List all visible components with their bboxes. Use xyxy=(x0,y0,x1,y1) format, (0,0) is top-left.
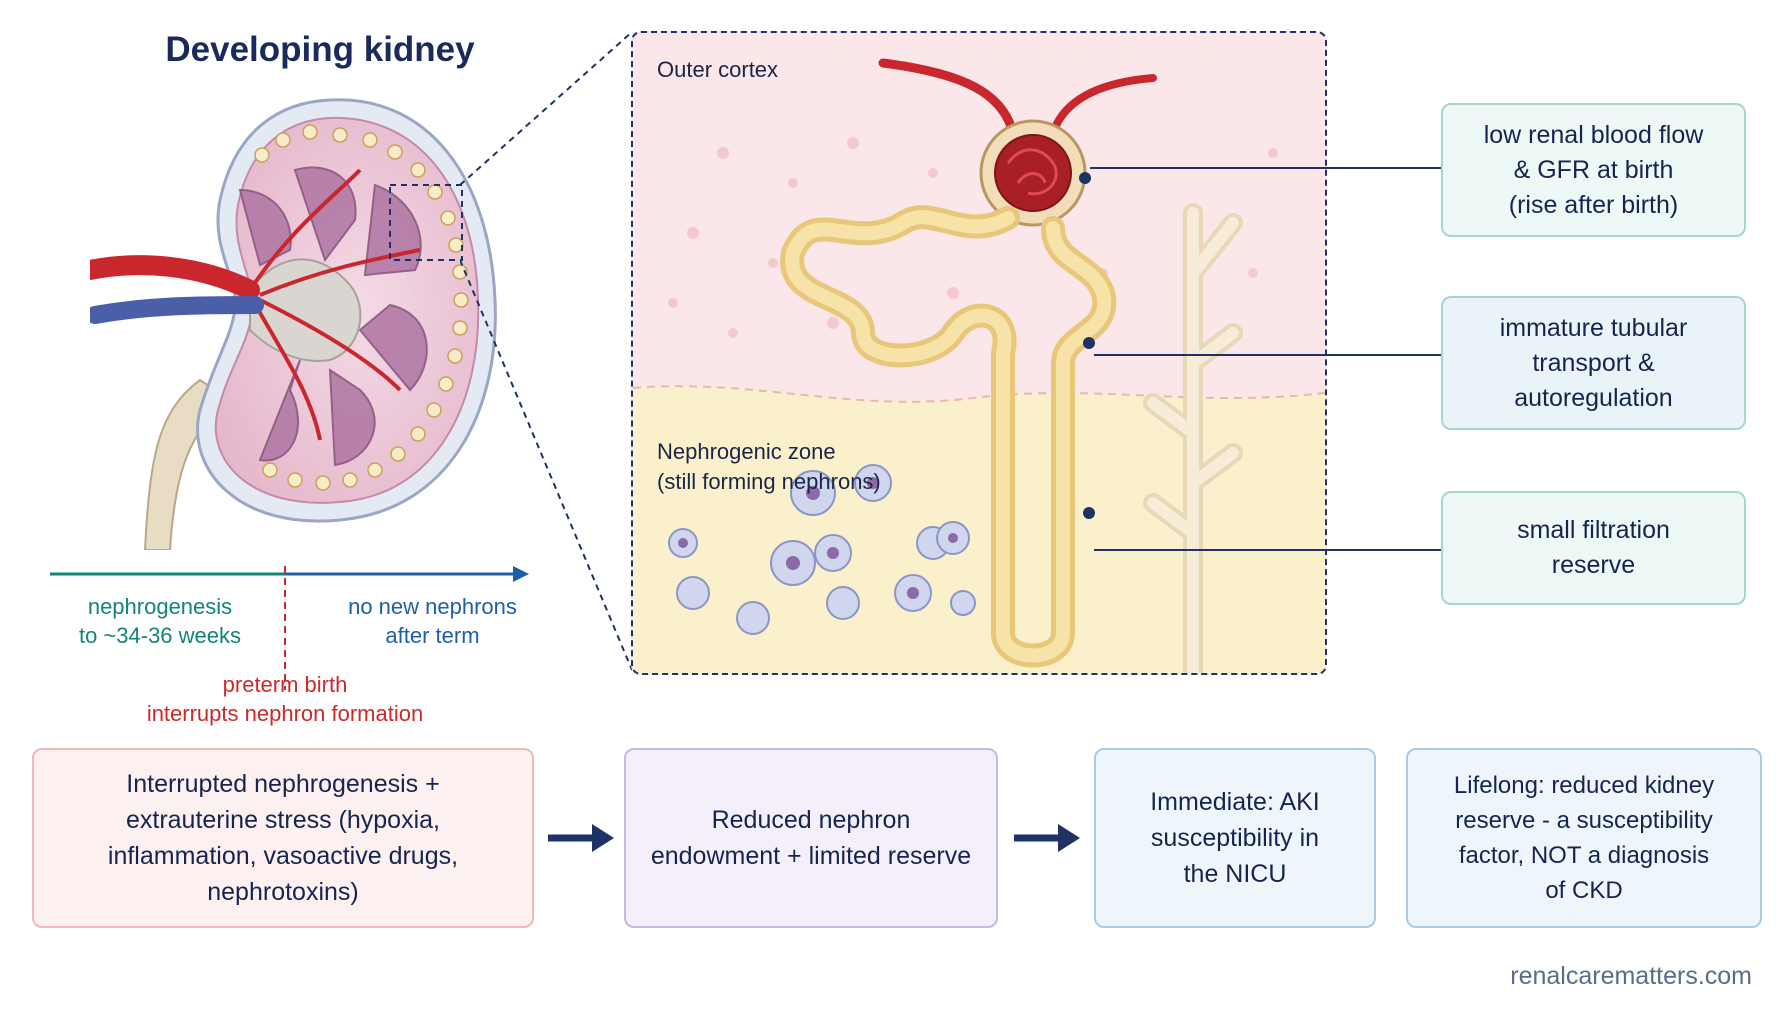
callout-line: transport & xyxy=(1532,348,1655,377)
flow-line: Immediate: AKI xyxy=(1150,788,1320,816)
footer-website: renalcarematters.com xyxy=(1510,962,1752,990)
timeline-preterm-birth-label: preterm birth interrupts nephron formati… xyxy=(110,670,460,728)
nephrogenic-zone-label: Nephrogenic zone (still forming nephrons… xyxy=(657,437,881,497)
zoom-connector-lines xyxy=(460,31,633,671)
flow-arrow-icon xyxy=(1014,824,1080,852)
diagram-title: Developing kidney xyxy=(165,30,475,69)
callout-leader-lines xyxy=(1090,167,1442,551)
flow-line: endowment + limited reserve xyxy=(650,842,972,870)
flow-box-immediate-aki: Immediate: AKI susceptibility in the NIC… xyxy=(1094,748,1376,928)
timeline-line: nephrogenesis xyxy=(87,594,233,619)
nephrogenic-zone-line2: (still forming nephrons) xyxy=(657,469,881,494)
callout-tubular-transport: immature tubular transport & autoregulat… xyxy=(1441,296,1746,430)
flow-line: factor, NOT a diagnosis xyxy=(1458,842,1710,869)
callout-line: & GFR at birth xyxy=(1513,155,1674,184)
timeline-after-term-label: no new nephrons after term xyxy=(320,592,545,650)
callout-line: autoregulation xyxy=(1514,383,1673,412)
nephrogenic-zone-line1: Nephrogenic zone xyxy=(657,439,836,464)
flow-line: of CKD xyxy=(1545,877,1623,904)
flow-arrow-icon xyxy=(548,824,614,852)
callout-line: reserve xyxy=(1551,551,1636,579)
callout-line: low renal blood flow xyxy=(1483,120,1704,149)
nephron-illustration xyxy=(633,58,1325,673)
callout-blood-flow: low renal blood flow & GFR at birth (ris… xyxy=(1441,103,1746,237)
flow-line: extrauterine stress (hypoxia, xyxy=(125,806,440,834)
timeline-line: preterm birth xyxy=(222,672,348,697)
flow-line: the NICU xyxy=(1183,860,1287,888)
flow-line: Lifelong: reduced kidney xyxy=(1453,772,1715,799)
callout-line: (rise after birth) xyxy=(1508,190,1679,219)
timeline-nephrogenesis-label: nephrogenesis to ~34-36 weeks xyxy=(40,592,280,650)
flow-box-lifelong-reserve: Lifelong: reduced kidney reserve - a sus… xyxy=(1406,748,1762,928)
timeline-line: no new nephrons xyxy=(348,594,517,619)
timeline-line: after term xyxy=(385,623,480,648)
callout-line: small filtration xyxy=(1517,516,1670,544)
flow-line: inflammation, vasoactive drugs, xyxy=(107,842,459,870)
flow-box-cause: Interrupted nephrogenesis + extrauterine… xyxy=(32,748,534,928)
flow-line: reserve - a susceptibility xyxy=(1455,807,1713,834)
zoom-panel: Outer cortex Nephrogenic zone (still for… xyxy=(631,31,1327,675)
flow-line: nephrotoxins) xyxy=(207,878,359,906)
flow-box-reduced-endowment: Reduced nephron endowment + limited rese… xyxy=(624,748,998,928)
flow-line: susceptibility in xyxy=(1150,824,1320,852)
flow-line: Reduced nephron xyxy=(711,806,911,834)
callout-filtration-reserve: small filtration reserve xyxy=(1441,491,1746,605)
kidney-illustration xyxy=(90,98,497,550)
flow-line: Interrupted nephrogenesis + xyxy=(126,770,440,798)
timeline-line: interrupts nephron formation xyxy=(146,701,424,726)
timeline-line: to ~34-36 weeks xyxy=(78,623,242,648)
callout-line: immature tubular xyxy=(1499,313,1688,342)
outer-cortex-label: Outer cortex xyxy=(657,57,779,82)
timeline-axis xyxy=(50,566,529,690)
